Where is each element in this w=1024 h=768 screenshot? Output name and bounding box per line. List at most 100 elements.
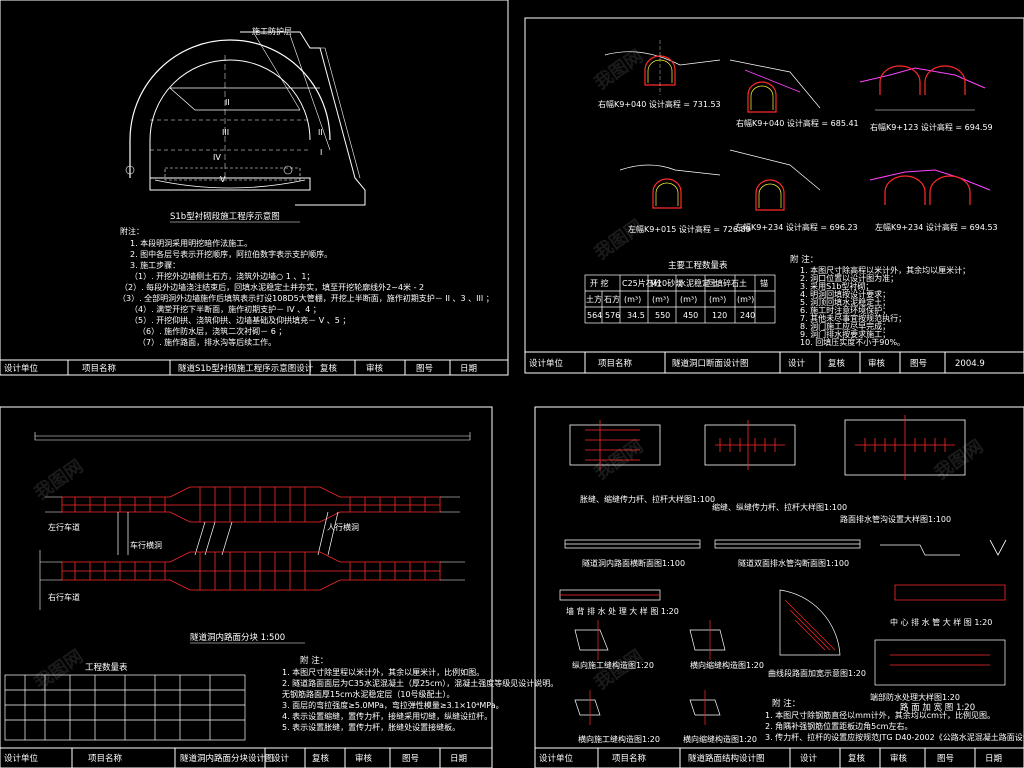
tb-design-unit: 设计单位 xyxy=(539,753,574,764)
note-line: 1. 本段明洞采用明挖暗作法施工。 xyxy=(130,238,252,248)
note-line: 3. 施工步骤： xyxy=(130,260,180,270)
tb-date: 日期 xyxy=(985,754,1002,764)
note-line: 无钢筋路面厚15cm水泥稳定层（10号级配土）。 xyxy=(282,689,455,699)
svg-text:II: II xyxy=(318,128,323,137)
table-header: 水泥稳定土 xyxy=(678,278,718,288)
caption: 隧道双面排水管沟断面图1:100 xyxy=(738,558,849,568)
table-header: C25片石砼 xyxy=(622,278,662,288)
caption: 路 面 加 宽 图 1:20 xyxy=(900,702,975,713)
sheet3-title: 隧道洞内路面分块 1:500 xyxy=(190,632,285,643)
tb-review: 审核 xyxy=(355,753,373,764)
note-line: （1）. 开挖外边墙侧土石方，浇筑外边墙○ 1 、1； xyxy=(130,271,314,281)
watermark: 我图网 xyxy=(31,646,87,694)
note-line: 8. 洞门施工应尽早完成； xyxy=(800,321,890,331)
sheet3-quantities-table xyxy=(4,674,246,741)
svg-text:I: I xyxy=(320,148,322,157)
tb-check: 复核 xyxy=(320,363,338,374)
caption: 横向缩缝构造图1:20 xyxy=(683,734,757,744)
section-label: 右幅K9+040 设计高程 = 731.53 xyxy=(598,99,721,109)
sheet4-title-block: 设计单位 项目名称 隧道路面结构设计图 设计 复核 审核 图号 日期 xyxy=(535,747,1024,768)
joint-details xyxy=(574,589,841,660)
section-label: 右幅K9+040 设计高程 = 685.41 xyxy=(736,118,859,128)
note-line: （5）. 开挖仰拱、浇筑仰拱、边墙基础及仰拱填充－ V 、5 ； xyxy=(130,315,350,325)
caption: 横向缩缝构造图1:20 xyxy=(690,660,764,670)
tb-drawing-no: 图号 xyxy=(416,364,433,374)
note-line: 1. 本图尺寸除钢筋直径以mm计外，其余均以cm计，比例见图。 xyxy=(765,710,995,720)
note-line: 2. 图中各层号表示开挖顺序，阿拉伯数字表示支护顺序。 xyxy=(130,249,332,259)
note-line: 10. 回填压实度不小于90%。 xyxy=(800,337,905,347)
end-waterproof-detail xyxy=(874,639,1006,686)
table-header: 锚 xyxy=(760,278,768,288)
caption: 胀缝、缩缝传力杆、拉杆大样图1:100 xyxy=(580,494,715,504)
tb-design: 设计 xyxy=(788,358,806,369)
caption: 隧道洞内路面横断面图1:100 xyxy=(582,558,685,568)
tb-review: 审核 xyxy=(868,358,886,369)
sheet1-title-block: 设计单位 项目名称 隧道S1b型衬砌施工程序示意图设计 复核 审核 图号 日期 xyxy=(0,359,508,375)
annotation-protection: 施工防护层 xyxy=(252,26,292,36)
svg-text:III: III xyxy=(222,128,229,137)
note-line: （7）. 施作路面，排水沟等后续工作。 xyxy=(138,337,276,347)
table-unit: (m³) xyxy=(624,295,641,304)
note-line: 3. 面层的弯拉强度≥5.0MPa，弯拉弹性模量≥3.1×10⁴MPa。 xyxy=(282,700,504,710)
sheet2-notes: 1. 本图尺寸除高程以米计外，其余均以厘米计； 2. 洞口位置以设计图为准； 3… xyxy=(800,265,970,347)
note-line: 5. 洞顶回填水泥稳定土； xyxy=(800,297,890,307)
lower-joint-details xyxy=(574,690,721,725)
tb-design: 设计 xyxy=(800,753,818,764)
table-value: 240 xyxy=(740,311,755,320)
tb-date: 2004.9 xyxy=(955,359,985,369)
table-value: 34.5 xyxy=(627,311,645,320)
section-label: 左幅K9+234 设计高程 = 696.23 xyxy=(735,222,858,232)
label-left-lane: 左行车道 xyxy=(48,522,80,532)
table-unit: 石方 xyxy=(604,294,620,304)
sheet2-note-header: 附 注： xyxy=(790,254,818,265)
tb-date: 日期 xyxy=(460,364,477,374)
note-line: 2. 角隅补强钢筋位置距板边角5cm左右。 xyxy=(765,721,912,731)
watermark: 我图网 xyxy=(591,46,647,94)
label-right-lane: 右行车道 xyxy=(48,592,80,602)
tb-design-unit: 设计单位 xyxy=(4,363,39,374)
sheet-construction-sequence: 施工防护层 II III IV V II I S1b型衬砌段施工程序示意图 附注… xyxy=(0,0,509,376)
caption: 路面排水管沟设置大样图1:100 xyxy=(840,514,951,524)
watermark: 我图网 xyxy=(591,646,647,694)
table-header: 回填碎石土 xyxy=(707,278,747,288)
note-line: 1. 本图尺寸除高程以米计外，其余均以厘米计； xyxy=(800,265,970,275)
tb-date: 日期 xyxy=(450,754,467,764)
table-unit: (m³) xyxy=(652,295,669,304)
note-line: 5. 表示设置胀缝，置传力杆，胀缝处设置接缝板。 xyxy=(282,722,460,732)
svg-text:II: II xyxy=(225,98,230,107)
sheet1-title: S1b型衬砌段施工程序示意图 xyxy=(170,211,280,222)
table-header: M10砂浆 xyxy=(650,278,683,288)
tb-design-unit: 设计单位 xyxy=(4,753,39,764)
caption: 纵向施工缝构造图1:20 xyxy=(572,660,654,670)
note-line: 4. 表示设置缩缝，置传力杆，接缝采用切缝，纵缝设拉杆。 xyxy=(282,711,492,721)
quantities-table-title: 主要工程数量表 xyxy=(668,260,728,271)
table-value: 564 xyxy=(587,311,602,320)
caption: 端部防水处理大样图1:20 xyxy=(870,692,960,702)
section-label: 左幅K9+234 设计高程 = 694.53 xyxy=(875,222,998,232)
table-value: 576 xyxy=(605,311,620,320)
tb-check: 复核 xyxy=(848,753,866,764)
label-vehicle-passage: 车行横洞 xyxy=(130,540,162,550)
watermark-logos: 我图网 我图网 我图网 我图网 我图网 我图网 我图网 xyxy=(31,46,987,694)
note-line: 9. 洞门排水按要求施工； xyxy=(800,329,890,339)
tb-drawing-no: 图号 xyxy=(937,754,954,764)
tb-check: 复核 xyxy=(312,753,330,764)
svg-text:IV: IV xyxy=(213,153,221,162)
tb-project-name: 项目名称 xyxy=(598,358,633,369)
tb-project-name: 项目名称 xyxy=(88,753,123,764)
note-line: 7. 其他未尽事宜按规范执行； xyxy=(800,313,906,323)
sheet-portal-sections: 右幅K9+040 设计高程 = 731.53 右幅K9+040 设计高程 = 6… xyxy=(524,17,1024,374)
table-header: 开 挖 xyxy=(590,278,609,288)
label-pedestrian-passage: 人行横洞 xyxy=(327,522,359,532)
sheet4-notes: 1. 本图尺寸除钢筋直径以mm计外，其余均以cm计，比例见图。 2. 角隅补强钢… xyxy=(765,710,1024,742)
dowel-detail-2 xyxy=(704,420,796,470)
section-label: 右幅K9+123 设计高程 = 694.59 xyxy=(870,122,993,132)
table-unit: (m³) xyxy=(709,295,726,304)
caption: 中 心 排 水 管 大 样 图 1:20 xyxy=(890,617,992,627)
note-line: 3. 传力杆、拉杆的设置应按规范JTG D40-2002《公路水泥混凝土路面设计… xyxy=(765,732,1024,742)
table-unit: 土方 xyxy=(586,294,602,304)
caption: 墙 背 排 水 处 理 大 样 图 1:20 xyxy=(566,606,679,616)
sheet3-note-header: 附 注： xyxy=(300,655,328,666)
note-line: 2. 洞口位置以设计图为准； xyxy=(800,273,898,283)
